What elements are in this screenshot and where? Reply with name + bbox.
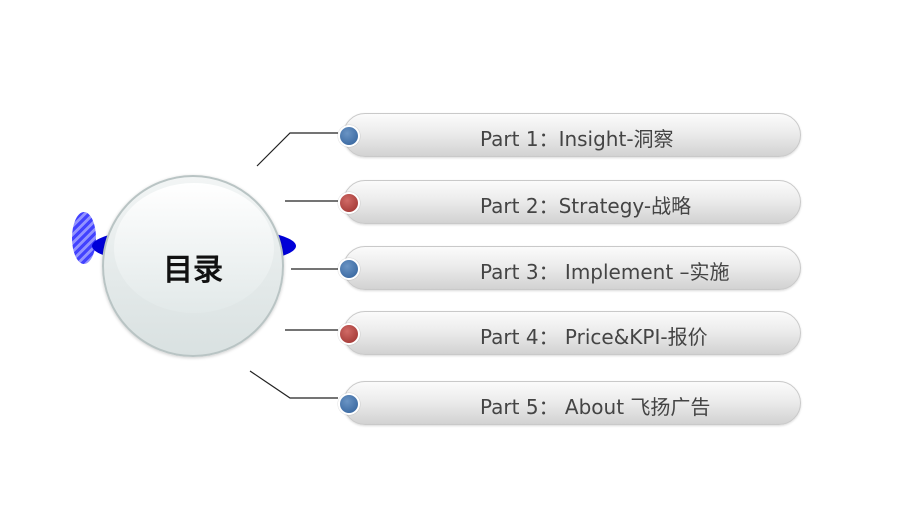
bullet-dot-icon <box>338 393 360 415</box>
toc-item-label: Part 5： About 飞扬广告 <box>480 395 711 419</box>
toc-item-3[interactable]: Part 3： Implement –实施 <box>338 246 801 290</box>
toc-item-5[interactable]: Part 5： About 飞扬广告 <box>338 381 801 425</box>
connector-line-5 <box>249 370 338 399</box>
toc-item-1[interactable]: Part 1：Insight-洞察 <box>338 113 801 157</box>
bullet-dot-icon <box>338 258 360 280</box>
bullet-dot-icon <box>338 323 360 345</box>
toc-item-label: Part 3： Implement –实施 <box>480 260 730 284</box>
hub-highlight <box>114 183 274 313</box>
bullet-dot-icon <box>338 192 360 214</box>
toc-item-label: Part 1：Insight-洞察 <box>480 127 674 151</box>
toc-hub-circle: 目录 <box>102 175 284 357</box>
connector-line-1 <box>256 132 338 167</box>
toc-item-label: Part 4： Price&KPI-报价 <box>480 325 708 349</box>
toc-item-2[interactable]: Part 2：Strategy-战略 <box>338 180 801 224</box>
bullet-dot-icon <box>338 125 360 147</box>
toc-item-label: Part 2：Strategy-战略 <box>480 194 692 218</box>
side-ellipse-decoration <box>72 212 96 264</box>
page-title: 目录 <box>163 253 223 288</box>
toc-item-4[interactable]: Part 4： Price&KPI-报价 <box>338 311 801 355</box>
